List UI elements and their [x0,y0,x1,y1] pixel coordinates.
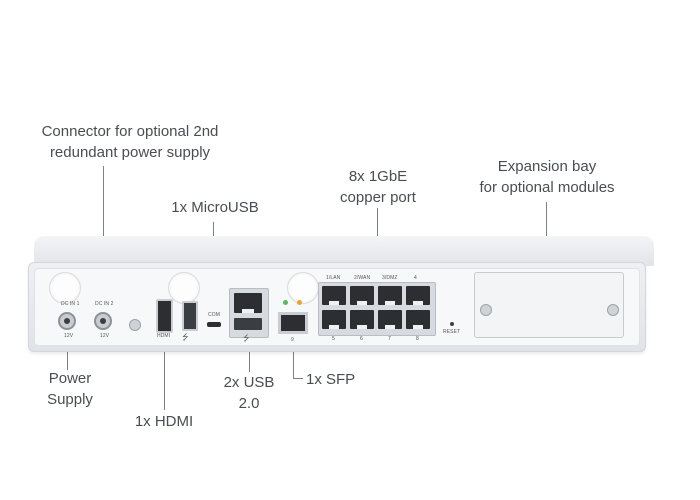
copper-port-7[interactable] [378,310,402,329]
label-dc-in-2: DC IN 2 [95,301,114,307]
callout-expansion-bay: Expansion bay for optional modules [479,158,615,196]
label-12v-1: 12V [64,333,74,339]
microusb-port[interactable] [207,322,221,327]
label-port-7: 7 [388,336,391,342]
device-top-surface [34,236,654,266]
copper-port-5[interactable] [322,310,346,329]
ground-screw [129,319,141,331]
label-port-2: 2/WAN [354,275,371,281]
label-port-3: 3/DMZ [382,275,398,281]
label-com: COM [208,312,220,318]
callout-usb: 2x USB 2.0 [223,374,275,412]
callout-microusb: 1x MicroUSB [171,199,259,216]
sfp-port[interactable] [278,312,308,334]
hdmi-port[interactable] [156,299,173,333]
usb-port-vertical[interactable] [182,301,198,331]
copper-port-1[interactable] [322,286,346,305]
copper-port-2[interactable] [350,286,374,305]
expansion-bay-cover[interactable] [474,272,624,338]
label-port-4: 4 [414,275,417,281]
usb-port-stacked[interactable] [234,318,262,330]
callout-power-supply: Power Supply [47,370,93,408]
copper-port-4[interactable] [406,286,430,305]
label-port-8: 8 [416,336,419,342]
usb-symbol-icon: ⭍ [243,334,250,343]
expansion-bay-screw-right [607,304,619,316]
leader-sfp-v [293,340,294,378]
copper-port-8[interactable] [406,310,430,329]
leader-sfp-h [293,378,303,379]
callout-hdmi: 1x HDMI [134,413,194,430]
sfp-led-green [283,300,288,305]
label-hdmi: HDMI [157,333,171,339]
copper-port-3[interactable] [378,286,402,305]
expansion-bay-screw-left [480,304,492,316]
reset-button[interactable] [450,322,454,326]
leader-hdmi [164,338,165,410]
callout-copper-ports: 8x 1GbE copper port [340,168,416,206]
label-dc-in-1: DC IN 1 [61,301,80,307]
label-sfp-9: 9 [291,337,294,343]
com-rj45-port[interactable] [234,293,262,313]
label-port-1: 1/LAN [326,275,341,281]
label-port-5: 5 [332,336,335,342]
leader-expansion-bay [546,202,547,268]
leader-power-supply [67,336,68,370]
sfp-led-orange [297,300,302,305]
label-reset: RESET [443,329,461,335]
copper-port-6[interactable] [350,310,374,329]
label-12v-2: 12V [100,333,110,339]
leader-usb [249,340,250,372]
label-port-6: 6 [360,336,363,342]
device-foot-1 [49,272,81,304]
usb-symbol-icon: ⭍ [182,333,189,342]
device-foot-3 [287,272,319,304]
dc-in-1-connector[interactable] [58,312,76,330]
callout-redundant-power: Connector for optional 2nd redundant pow… [41,123,219,161]
dc-in-2-connector[interactable] [94,312,112,330]
callout-sfp: 1x SFP [306,371,356,388]
